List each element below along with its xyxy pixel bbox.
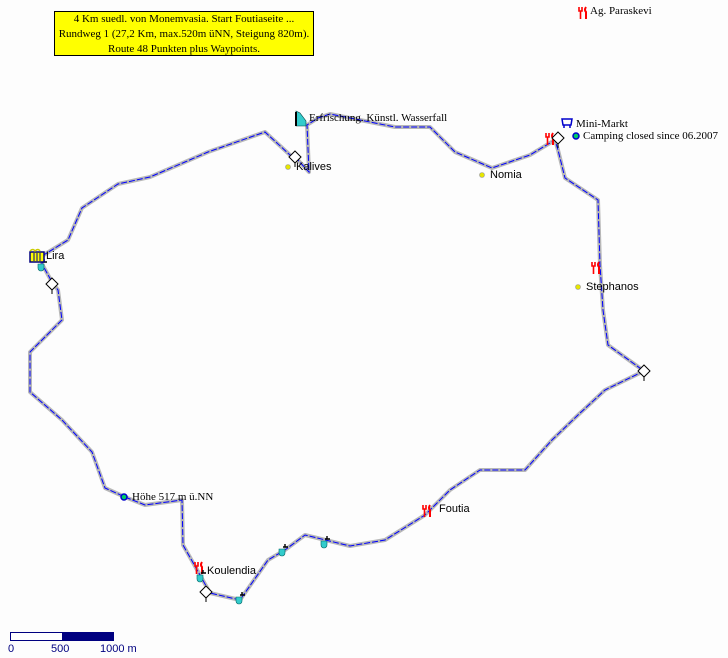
water-tap-icon[interactable] — [37, 263, 45, 272]
restaurant-icon[interactable] — [200, 561, 203, 574]
scale-label: 1000 m — [100, 643, 137, 655]
waypoint-diamond-icon[interactable] — [199, 585, 213, 599]
scale-label: 500 — [51, 643, 70, 655]
waterfall-icon — [295, 112, 297, 126]
scale-bar — [10, 632, 114, 641]
waterfall-icon[interactable] — [295, 110, 307, 127]
restaurant-icon[interactable] — [591, 262, 596, 274]
waypoint-label-hoehe[interactable]: Höhe 517 m ü.NN — [132, 491, 214, 503]
info-line: 4 Km suedl. von Monemvasia. Start Foutia… — [73, 13, 295, 25]
poi-circle-icon[interactable] — [120, 493, 128, 501]
waypoint-label-ag-paraskevi[interactable]: Ag. Paraskevi — [590, 5, 652, 17]
village-dot-icon[interactable] — [479, 172, 485, 178]
restaurant-icon[interactable] — [597, 261, 600, 274]
waypoint-label-lira[interactable]: Lira — [46, 250, 65, 262]
water-tap-icon[interactable] — [235, 596, 243, 605]
waypoint-label-foutia[interactable]: Foutia — [439, 503, 470, 515]
waypoint-label-nomia[interactable]: Nomia — [490, 169, 522, 181]
building-icon — [29, 248, 41, 253]
water-tap-icon — [240, 592, 245, 596]
scale-label: 0 — [8, 643, 15, 655]
info-line: Rundweg 1 (27,2 Km, max.520m üNN, Steigu… — [58, 28, 310, 40]
village-dot-icon[interactable] — [575, 284, 581, 290]
route-track-casing — [28, 112, 646, 602]
village-dot-icon[interactable] — [285, 164, 291, 170]
poi-circle-icon[interactable] — [572, 132, 580, 140]
restaurant-icon[interactable] — [545, 133, 550, 145]
waypoint-label-camping[interactable]: Camping closed since 06.2007 — [583, 130, 719, 142]
restaurant-icon[interactable] — [428, 504, 431, 517]
waypoint-label-stephanos[interactable]: Stephanos — [586, 281, 639, 293]
route-info-box: 4 Km suedl. von Monemvasia. Start Foutia… — [54, 11, 314, 56]
info-line: Route 48 Punkten plus Waypoints. — [108, 43, 260, 55]
shopping-cart-icon[interactable] — [561, 118, 573, 128]
water-tap-icon — [201, 570, 206, 574]
building-icon — [33, 253, 41, 261]
waypoint-label-koulendia[interactable]: Koulendia — [207, 565, 256, 577]
water-tap-icon[interactable] — [278, 548, 286, 557]
waypoint-label-erfrischung[interactable]: Erfrischung. Künstl. Wasserfall — [309, 112, 448, 124]
waypoint-label-kalives[interactable]: Kalives — [296, 161, 332, 173]
restaurant-icon[interactable] — [422, 505, 427, 517]
water-tap-icon — [283, 544, 288, 548]
water-tap-icon — [325, 536, 330, 540]
restaurant-icon[interactable] — [578, 7, 583, 19]
route-track[interactable] — [29, 113, 645, 601]
restaurant-icon[interactable] — [194, 562, 199, 574]
water-tap-icon[interactable] — [320, 540, 328, 549]
restaurant-icon[interactable] — [584, 6, 587, 19]
waypoint-label-mini-markt[interactable]: Mini-Markt — [576, 118, 628, 130]
water-tap-icon[interactable] — [196, 574, 204, 583]
